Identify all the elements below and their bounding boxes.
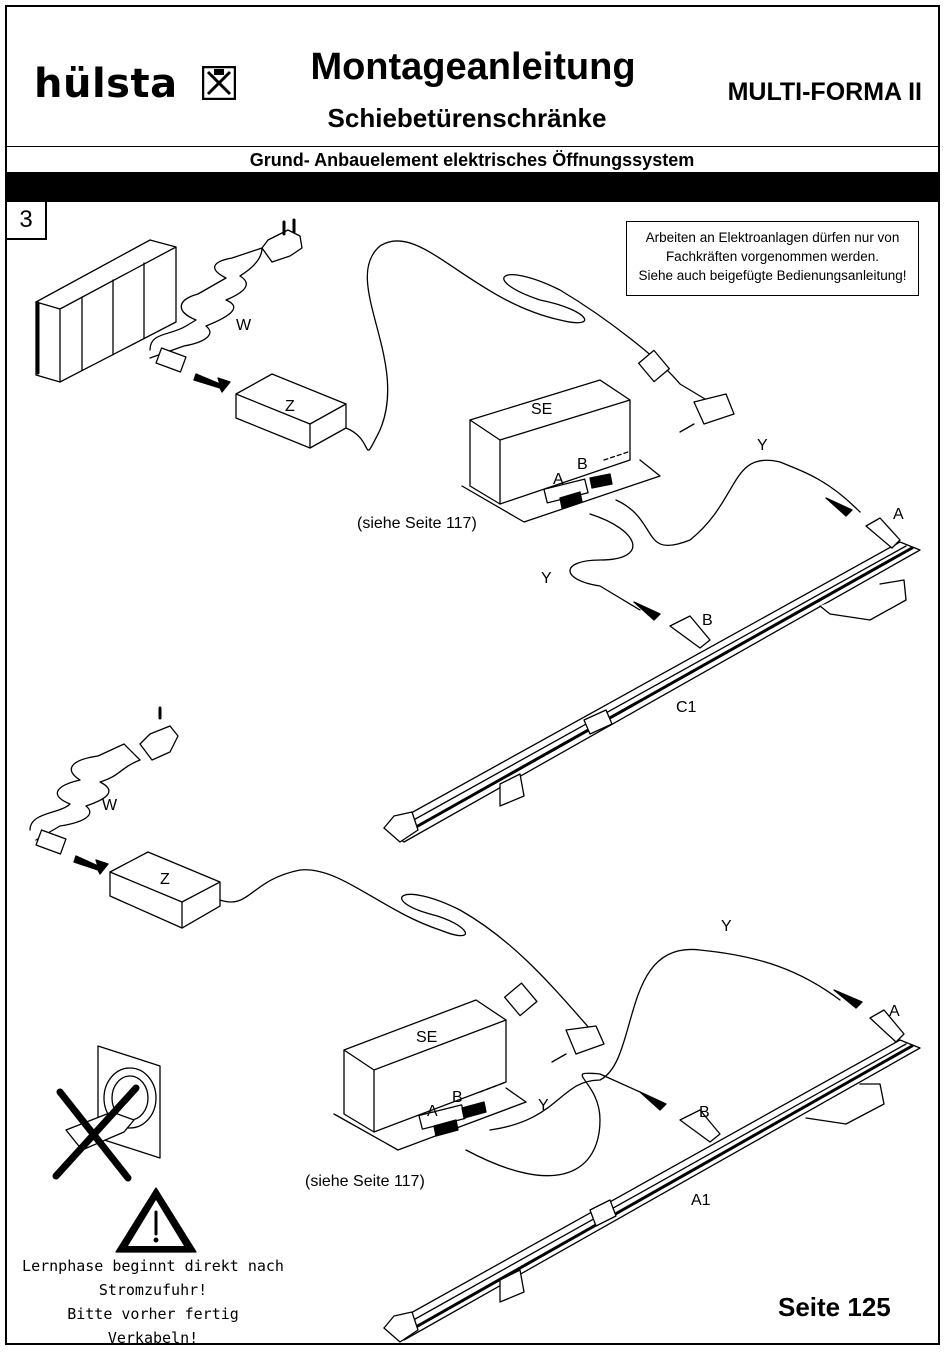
- no-plug-cross-icon: [52, 1084, 140, 1182]
- label-motor-b: B: [699, 1104, 710, 1121]
- cable-y-top-a: [615, 459, 861, 546]
- label-cable-w: W: [102, 797, 118, 814]
- cable-z-to-se-top: [345, 240, 721, 451]
- rail-a1: [383, 1009, 921, 1343]
- brand-mark-icon: [202, 66, 236, 100]
- warning-line-3: Siehe auch beigefügte Bedienungsanleitun…: [638, 268, 907, 283]
- cable-y-bottom-a: [489, 948, 841, 1131]
- arrow-icon: [433, 1119, 459, 1137]
- step-number: 3: [7, 202, 47, 240]
- label-port-b: B: [577, 456, 588, 473]
- power-cable-w-bottom: [29, 706, 179, 855]
- arrow-icon: [639, 1091, 667, 1111]
- arrow-icon: [461, 1101, 487, 1119]
- label-cable-y: Y: [541, 570, 552, 587]
- warning-line-1: Arbeiten an Elektroanlagen dürfen nur vo…: [645, 230, 900, 245]
- label-power-supply: Z: [160, 871, 170, 888]
- page-number: Seite 125: [778, 1292, 891, 1322]
- arrow-icon: [633, 601, 661, 621]
- control-unit-bottom: [333, 999, 527, 1151]
- power-supply-bottom: [109, 851, 221, 929]
- notice-line-3: Bitte vorher fertig Verkabeln!: [67, 1305, 239, 1347]
- arrow-icon: [559, 491, 583, 509]
- label-port-a: A: [427, 1103, 438, 1120]
- label-power-supply: Z: [285, 398, 295, 415]
- cable-z-to-se-bottom: [219, 869, 601, 1041]
- control-unit-top: [461, 379, 661, 523]
- label-cable-y: Y: [721, 918, 732, 935]
- warning-box: Arbeiten an Elektroanlagen dürfen nur vo…: [626, 221, 919, 296]
- arrow-icon: [73, 855, 109, 875]
- label-cable-w: W: [236, 317, 252, 334]
- cable-y-top-b: [569, 513, 641, 611]
- brand-logo: hülsta: [34, 61, 178, 107]
- dc-plug-top: [637, 349, 735, 433]
- dc-plug-bottom: [503, 982, 605, 1063]
- header-divider: [7, 146, 938, 147]
- arrow-icon: [825, 497, 853, 517]
- label-rail: A1: [691, 1192, 711, 1209]
- warning-triangle-icon: [115, 1187, 197, 1253]
- section-title: Grund- Anbauelement elektrisches Öffnung…: [249, 150, 695, 170]
- cable-y-bottom-b: [465, 1072, 641, 1177]
- arrow-icon: [603, 451, 629, 461]
- arrow-icon: [589, 473, 613, 489]
- arrow-icon: [193, 373, 231, 393]
- page-reference: (siehe Seite 117): [305, 1173, 425, 1190]
- page-frame: [5, 5, 940, 1345]
- label-motor-a: A: [889, 1003, 900, 1020]
- label-control-unit: SE: [531, 401, 553, 418]
- socket-icon: [65, 1045, 161, 1159]
- rail-c1: [383, 517, 921, 843]
- label-cable-y: Y: [757, 437, 768, 454]
- page-reference: (siehe Seite 117): [357, 515, 477, 532]
- label-control-unit: SE: [416, 1029, 438, 1046]
- power-cable-w-top: [149, 218, 303, 373]
- label-port-a: A: [553, 471, 564, 488]
- header-bar: [7, 172, 938, 202]
- model-name: MULTI-FORMA II: [727, 78, 922, 106]
- label-rail: C1: [676, 699, 697, 716]
- label-motor-a: A: [893, 506, 904, 523]
- arrow-icon: [479, 1081, 507, 1093]
- page-title: Montageanleitung: [310, 46, 636, 88]
- page-subtitle: Schiebetürenschränke: [327, 103, 607, 133]
- wardrobe-illustration: [35, 239, 177, 383]
- notice-line-2: Stromzufuhr!: [98, 1281, 208, 1299]
- notice-line-1: Lernphase beginnt direkt nach: [22, 1257, 284, 1275]
- label-cable-y: Y: [538, 1097, 549, 1114]
- label-motor-b: B: [702, 612, 713, 629]
- arrow-icon: [833, 989, 863, 1009]
- warning-line-2: Fachkräften vorgenommen werden.: [665, 249, 880, 264]
- label-port-b: B: [452, 1089, 463, 1106]
